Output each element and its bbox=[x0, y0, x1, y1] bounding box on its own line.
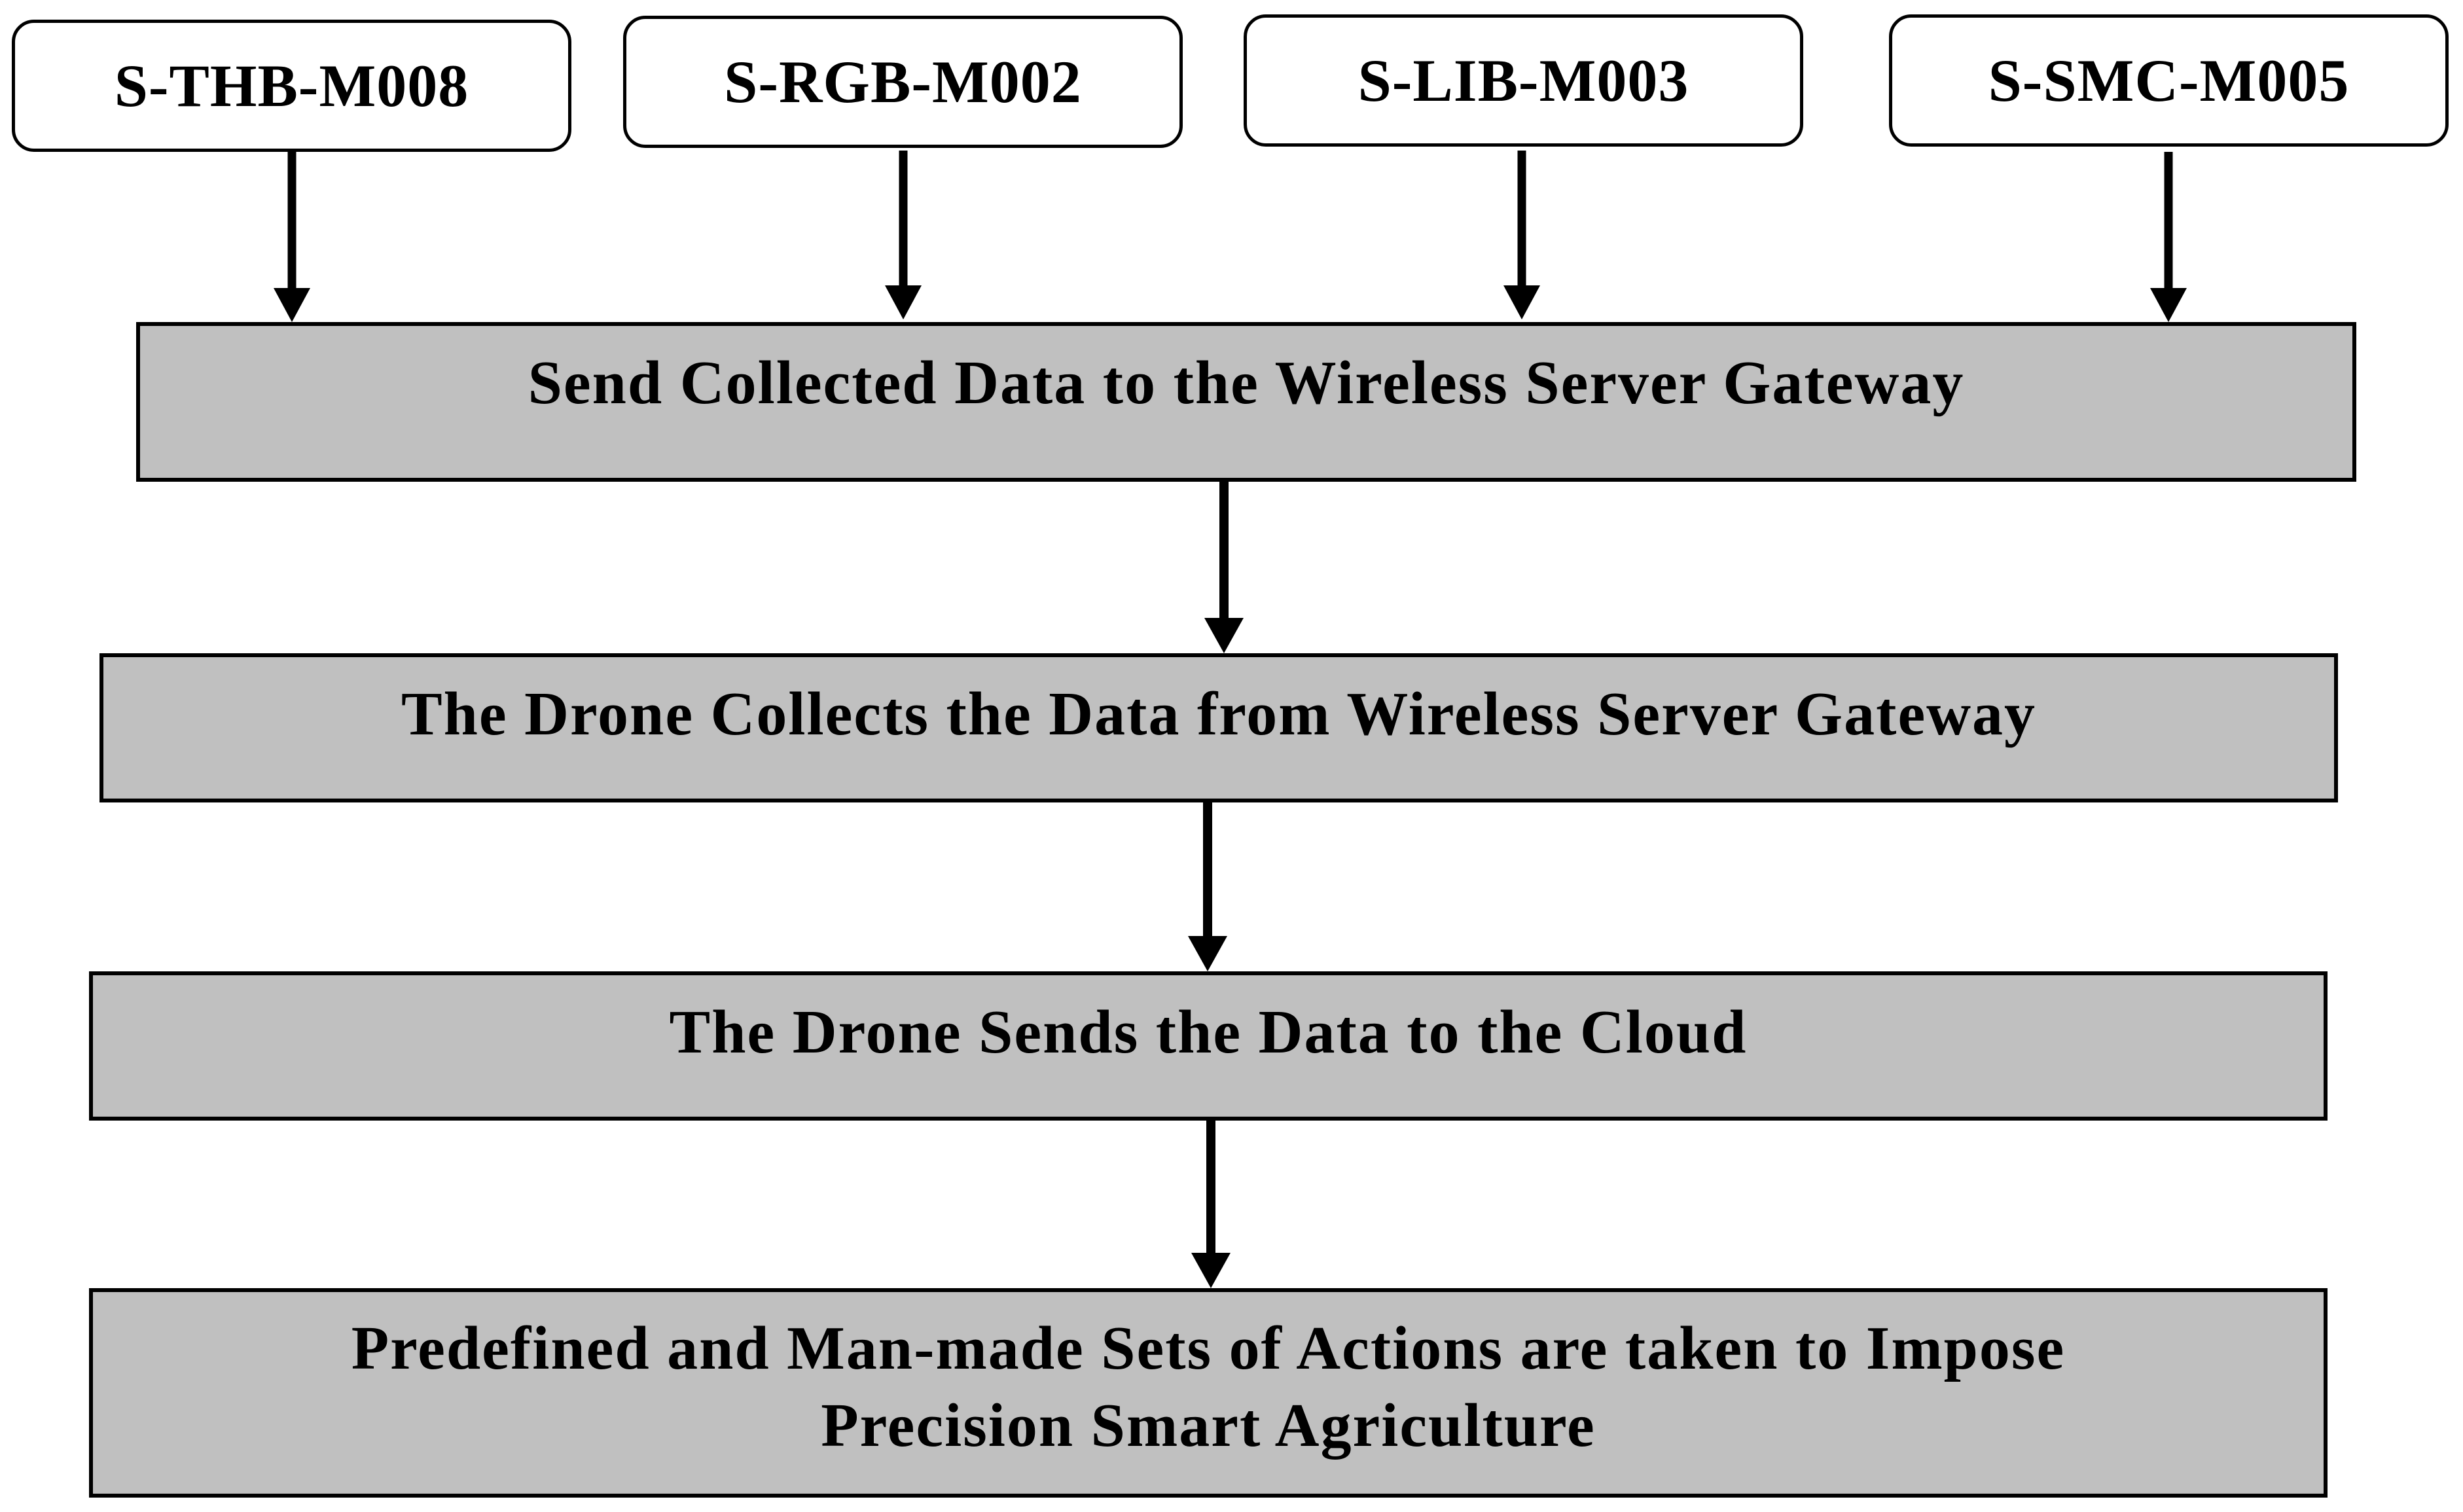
sensor-label: S-THB-M008 bbox=[114, 52, 469, 119]
sensor-label: S-LIB-M003 bbox=[1357, 47, 1689, 114]
sensor-box-smc: S-SMC-M005 bbox=[1889, 14, 2449, 147]
step-send-to-gateway: Send Collected Data to the Wireless Serv… bbox=[136, 322, 2356, 482]
sensor-box-thb: S-THB-M008 bbox=[12, 20, 571, 152]
sensor-label: S-RGB-M002 bbox=[724, 48, 1082, 115]
step-text: The Drone Collects the Data from Wireles… bbox=[401, 680, 2037, 748]
sensor-box-rgb: S-RGB-M002 bbox=[623, 16, 1183, 148]
arrow-sensor-1 bbox=[274, 151, 310, 322]
step-text: Send Collected Data to the Wireless Serv… bbox=[528, 349, 1965, 417]
arrow-sensor-3 bbox=[1503, 151, 1540, 319]
sensor-box-lib: S-LIB-M003 bbox=[1244, 14, 1803, 147]
step-text-line-1: Predefined and Man-made Sets of Actions … bbox=[351, 1314, 2066, 1382]
arrow-step-2-to-3 bbox=[1188, 802, 1227, 971]
step-text: The Drone Sends the Data to the Cloud bbox=[669, 998, 1748, 1066]
arrow-step-1-to-2 bbox=[1204, 482, 1244, 653]
step-actions-precision-agriculture: Predefined and Man-made Sets of Actions … bbox=[89, 1288, 2328, 1498]
step-text-line-2: Precision Smart Agriculture bbox=[821, 1391, 1596, 1460]
step-drone-sends-cloud: The Drone Sends the Data to the Cloud bbox=[89, 971, 2328, 1121]
arrow-step-3-to-4 bbox=[1191, 1121, 1231, 1288]
step-drone-collects: The Drone Collects the Data from Wireles… bbox=[99, 653, 2338, 802]
sensor-label: S-SMC-M005 bbox=[1988, 47, 2350, 114]
arrow-sensor-4 bbox=[2150, 152, 2187, 322]
arrow-sensor-2 bbox=[885, 151, 922, 319]
